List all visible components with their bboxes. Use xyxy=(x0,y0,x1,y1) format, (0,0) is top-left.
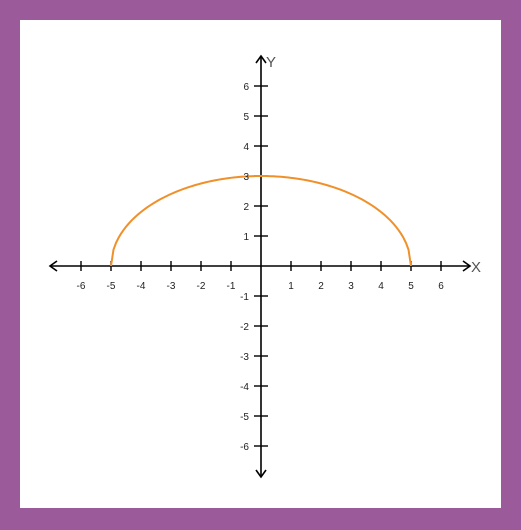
y-tick-label: 5 xyxy=(243,112,249,123)
y-axis-label: Y xyxy=(266,54,276,71)
x-tick-label: 3 xyxy=(348,281,354,292)
x-tick-label: -3 xyxy=(167,281,176,292)
y-tick-label: 6 xyxy=(243,82,249,93)
x-tick-label: 5 xyxy=(408,281,414,292)
half-ellipse-curve xyxy=(110,174,412,267)
x-tick-label: -4 xyxy=(137,281,146,292)
y-tick-label: 3 xyxy=(243,172,249,183)
y-tick-label: -1 xyxy=(240,292,249,303)
y-tick-label: -2 xyxy=(240,322,249,333)
y-tick-label: 2 xyxy=(243,202,249,213)
x-axis-right-arrow-icon xyxy=(462,260,472,272)
x-tick-label: 2 xyxy=(318,281,324,292)
x-tick-label: -1 xyxy=(227,281,236,292)
y-tick-label: -4 xyxy=(240,382,249,393)
x-axis-left-arrow-icon xyxy=(48,260,58,272)
labels: X Y -6 -5 -4 -3 -2 -1 1 2 3 4 5 6 -6 -5 -4 -3 -2 -1 1 2 3 4 5 6 xyxy=(77,54,481,453)
y-axis-up-arrow-icon xyxy=(255,54,267,64)
x-tick-label: -5 xyxy=(107,281,116,292)
x-tick-label: 4 xyxy=(378,281,384,292)
x-tick-label: -2 xyxy=(197,281,206,292)
y-tick-label: 4 xyxy=(243,142,249,153)
x-tick-label: -6 xyxy=(77,281,86,292)
x-axis-label: X xyxy=(471,259,481,276)
y-tick-label: -6 xyxy=(240,442,249,453)
y-axis-down-arrow-icon xyxy=(255,469,267,479)
axes xyxy=(48,54,472,479)
y-tick-label: -3 xyxy=(240,352,249,363)
x-tick-label: 1 xyxy=(288,281,294,292)
y-tick-label: 1 xyxy=(243,232,249,243)
curve-layer xyxy=(110,174,412,267)
y-tick-label: -5 xyxy=(240,412,249,423)
x-tick-label: 6 xyxy=(438,281,444,292)
